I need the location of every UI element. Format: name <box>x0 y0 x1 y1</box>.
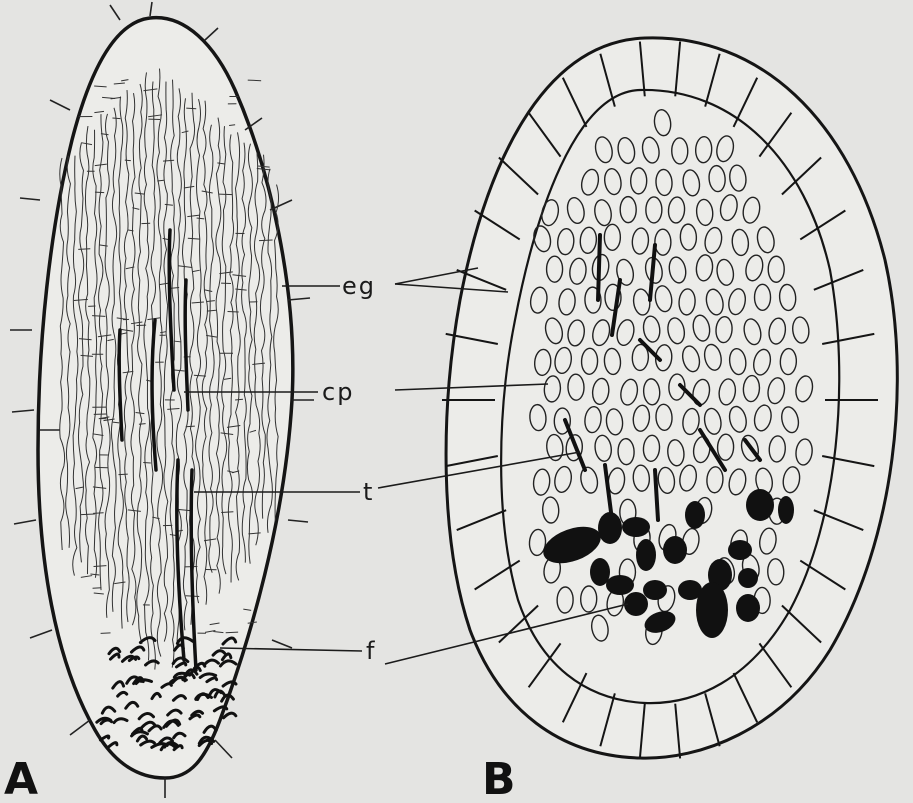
fiber-cell <box>778 496 794 524</box>
fiber-stroke <box>224 713 236 718</box>
fiber-cell <box>598 512 622 544</box>
fiber-cell <box>738 568 758 588</box>
label-cp: cp <box>322 378 354 406</box>
bristle <box>288 520 308 522</box>
fiber-cell <box>643 580 667 600</box>
cross-wall <box>186 108 196 109</box>
cross-wall <box>226 632 238 633</box>
fiber-cell <box>663 536 687 564</box>
specimen-a <box>10 2 314 798</box>
cross-wall <box>93 513 103 514</box>
specimen-b <box>442 38 897 759</box>
fiber-cell <box>636 539 656 571</box>
cross-wall <box>139 424 146 425</box>
cross-wall <box>143 462 150 463</box>
bristle <box>12 410 34 412</box>
fiber-cell <box>606 575 634 595</box>
cross-wall <box>221 512 233 513</box>
cross-wall <box>78 249 90 250</box>
cross-wall <box>248 80 261 81</box>
fiber-cell <box>622 517 650 537</box>
panel-label-a: A <box>4 754 38 803</box>
fiber-cell <box>728 540 752 560</box>
bristle <box>288 298 310 300</box>
fiber-cell <box>696 582 728 638</box>
fiber-cell <box>736 594 760 622</box>
bristle <box>30 630 52 638</box>
bristle <box>14 520 36 524</box>
bristle <box>272 640 292 648</box>
bristle <box>215 740 232 758</box>
bristle <box>110 5 120 20</box>
fiber-cell <box>746 489 774 521</box>
label-t: t <box>363 478 374 506</box>
cross-wall <box>186 426 195 427</box>
label-f: f <box>366 637 376 665</box>
bristle <box>70 720 90 735</box>
cross-wall <box>219 194 233 195</box>
bristle <box>205 28 218 40</box>
panel-label-b: B <box>482 754 516 803</box>
fiber-cell <box>685 501 705 529</box>
bristle <box>50 100 70 110</box>
bristle <box>20 198 40 200</box>
cross-wall <box>112 118 120 119</box>
bristle <box>150 2 152 16</box>
cross-wall <box>81 514 95 515</box>
label-eg: eg <box>342 272 376 300</box>
